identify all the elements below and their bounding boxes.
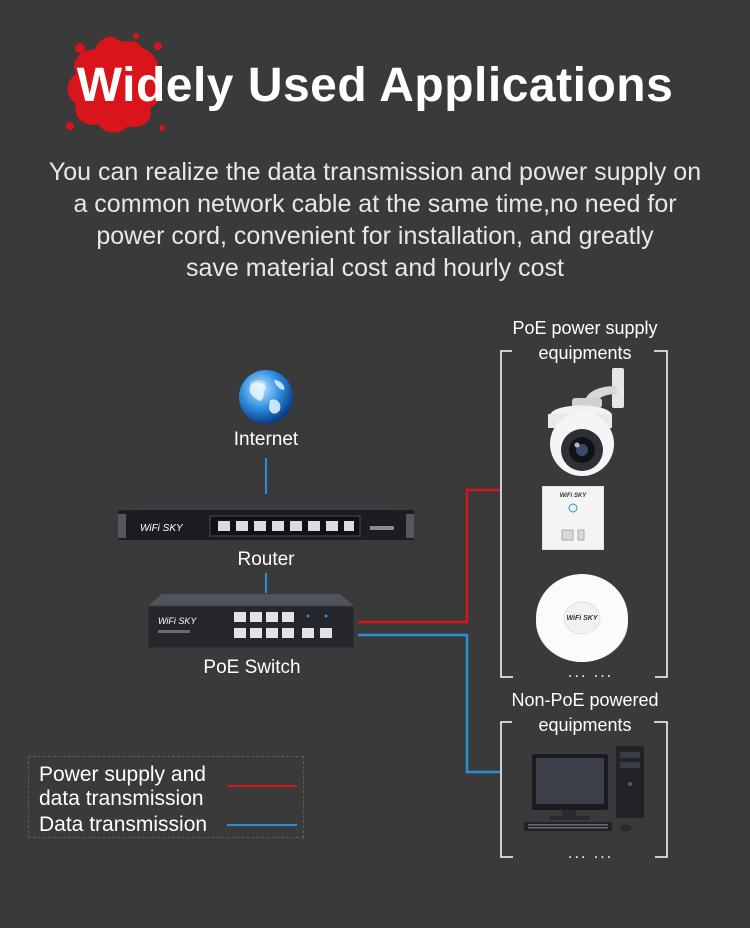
legend-blue-line-swatch bbox=[227, 824, 297, 826]
blue-data-link bbox=[358, 633, 500, 774]
globe-icon bbox=[239, 370, 293, 424]
non-poe-group-title-line: Non-PoE powered bbox=[511, 690, 659, 710]
page-subtitle: You can realize the data transmission an… bbox=[20, 156, 730, 284]
non-poe-group-title: Non-PoE powered equipments bbox=[500, 688, 670, 738]
non-poe-group-bracket-right bbox=[654, 721, 668, 858]
poe-switch-icon: WiFi SKY bbox=[148, 594, 354, 649]
red-splash-decoration bbox=[66, 33, 165, 133]
legend: Power supply and data transmission Data … bbox=[28, 756, 304, 838]
poe-group-title-line: PoE power supply bbox=[512, 318, 658, 338]
legend-red-line-swatch bbox=[227, 785, 297, 787]
poe-group-title: PoE power supply equipments bbox=[500, 316, 670, 366]
router-brand: WiFi SKY bbox=[140, 523, 184, 534]
legend-data-label: Data transmission bbox=[39, 813, 208, 836]
page-title: Widely Used Applications bbox=[76, 59, 674, 112]
panel-ap-icon: WiFi SKY bbox=[542, 486, 604, 550]
subtitle-line: a common network cable at the same time,… bbox=[73, 190, 677, 218]
non-poe-group-bracket bbox=[500, 721, 513, 858]
ptz-camera-icon bbox=[548, 368, 624, 476]
subtitle-line: power cord, convenient for installation,… bbox=[96, 222, 654, 250]
poe-group-bracket-right bbox=[654, 350, 668, 678]
subtitle-line: You can realize the data transmission an… bbox=[48, 158, 702, 186]
router-icon: WiFi SKY bbox=[118, 502, 414, 540]
internet-label: Internet bbox=[233, 429, 299, 450]
panel-ap-brand: WiFi SKY bbox=[560, 493, 588, 499]
poe-group-title-line: equipments bbox=[538, 343, 632, 363]
non-poe-group-title-line: equipments bbox=[538, 715, 632, 735]
poe-switch-label: PoE Switch bbox=[203, 657, 301, 678]
legend-power-label-line1: Power supply and bbox=[39, 763, 206, 786]
non-poe-more-indicator: ... ... bbox=[568, 845, 614, 862]
poe-group-bracket bbox=[500, 350, 513, 678]
ceiling-ap-icon: WiFi SKY bbox=[536, 574, 628, 662]
red-poe-link bbox=[358, 488, 500, 624]
switch-brand: WiFi SKY bbox=[158, 616, 197, 626]
desktop-computer-icon bbox=[524, 746, 644, 832]
legend-power-label-line2: data transmission bbox=[39, 787, 204, 810]
ceiling-ap-brand: WiFi SKY bbox=[566, 615, 598, 622]
subtitle-line: save material cost and hourly cost bbox=[186, 254, 564, 282]
poe-more-indicator: ... ... bbox=[568, 664, 614, 681]
router-label: Router bbox=[237, 549, 295, 570]
